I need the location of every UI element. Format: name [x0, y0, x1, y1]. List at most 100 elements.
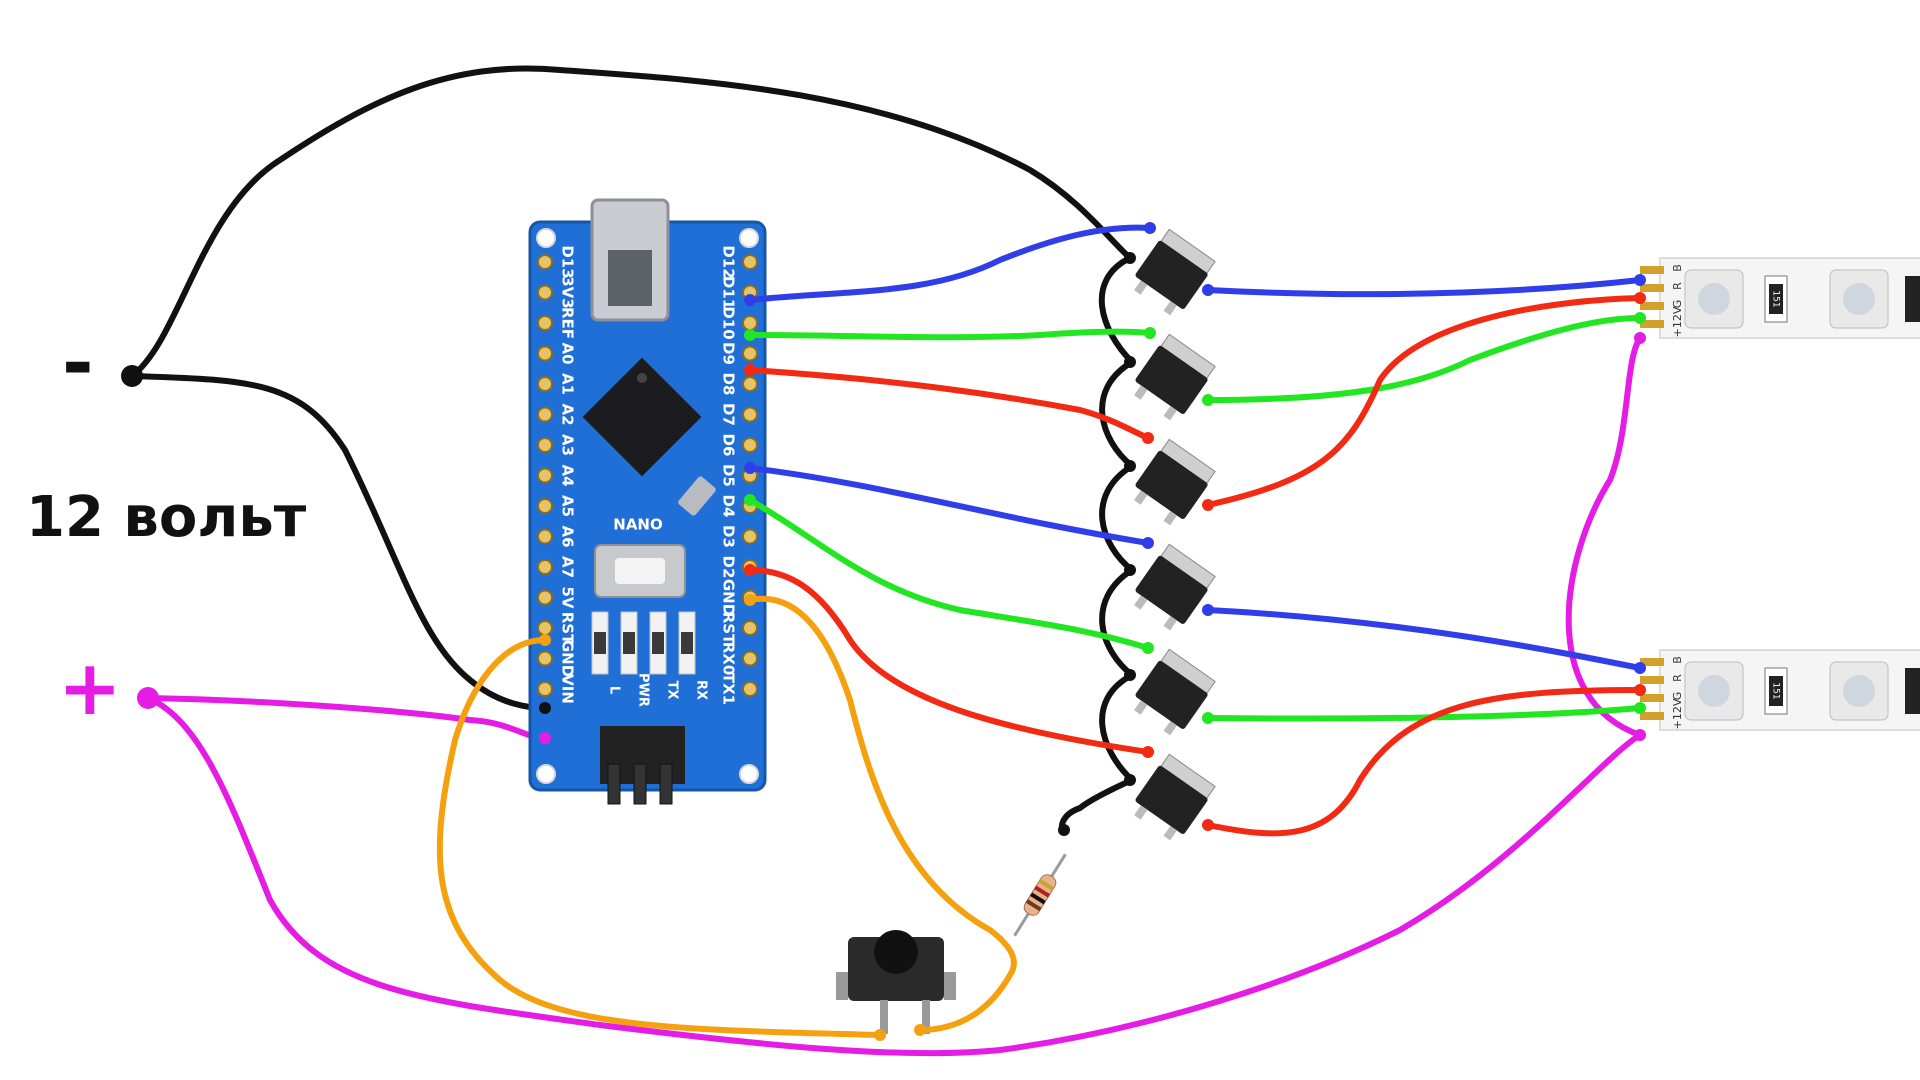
right-pin-label: D3 — [720, 525, 738, 548]
right-pin-label: D7 — [720, 403, 738, 426]
mosfet-leg — [1163, 300, 1177, 316]
strip-pad — [1640, 694, 1664, 702]
push-button-leg — [922, 1000, 930, 1034]
wire-power-bottom — [145, 695, 1643, 1057]
resistor-band — [1025, 899, 1042, 912]
power-terminal-dot — [137, 687, 159, 709]
mosfet — [1134, 648, 1216, 736]
wire-end-dot — [1202, 604, 1214, 616]
voltage-label: 12 вольт — [26, 485, 307, 550]
left-header-pin — [537, 376, 553, 392]
mosfet-leg — [1134, 805, 1148, 820]
right-pin-label: D5 — [720, 464, 738, 487]
wire-end-dot — [1634, 274, 1646, 286]
right-header-pin — [742, 315, 758, 331]
mosfet-body — [1135, 765, 1208, 834]
strip-pin-label: R — [1671, 674, 1684, 682]
left-pin-label: A6 — [559, 525, 577, 547]
push-button-cap — [874, 930, 918, 974]
strip-pin-label: G — [1671, 692, 1684, 701]
strip-pin-label: B — [1671, 264, 1684, 272]
right-header-pin — [742, 681, 758, 697]
board-led-core — [623, 632, 635, 654]
minus-terminal-label: - — [62, 318, 94, 407]
rgb-led-lens — [1843, 675, 1875, 707]
right-header-pin — [742, 528, 758, 545]
strip-pin-label: +12V — [1671, 306, 1684, 337]
mounting-hole — [536, 228, 556, 248]
right-header-pin — [742, 254, 758, 270]
left-pin-label: VIN — [559, 674, 577, 704]
mosfet-body — [1135, 660, 1208, 729]
strip-pad — [1640, 320, 1664, 328]
mosfet-leg — [1134, 595, 1148, 610]
strip-pad — [1640, 284, 1664, 292]
crystal — [678, 476, 716, 516]
mosfet-leg — [1163, 510, 1177, 526]
right-header-pin — [742, 650, 758, 667]
left-header-pin — [537, 559, 553, 575]
wires-front-layer — [121, 222, 1646, 1041]
usb-port-opening — [608, 250, 652, 306]
wire-joint-dot — [1124, 774, 1136, 786]
resistor-band — [1034, 885, 1050, 898]
chip-marker — [637, 373, 647, 383]
right-pin-label: D9 — [720, 342, 738, 365]
board-led-core — [594, 632, 606, 654]
left-header-pin — [537, 620, 553, 636]
left-pin-label: A1 — [559, 373, 577, 395]
strip-pad — [1640, 302, 1664, 310]
rgb-led-lens — [1843, 283, 1875, 315]
wire-strip1-green — [1205, 315, 1643, 403]
strip-resistor-partial — [1905, 276, 1920, 322]
wire-joint-dot — [1124, 252, 1136, 264]
wire-end-dot — [1144, 222, 1156, 234]
wire-strip1-red — [1205, 295, 1643, 508]
rgb-led-lens — [1698, 675, 1730, 707]
wire-end-dot — [744, 329, 756, 341]
wire-end-dot — [1202, 819, 1214, 831]
pulldown-resistor — [1013, 853, 1067, 937]
left-header-pin — [537, 284, 553, 301]
left-pin-label: A0 — [559, 342, 577, 364]
wire-end-dot — [874, 1029, 886, 1041]
led-label: TX — [665, 681, 680, 700]
icsp-pin — [607, 763, 621, 805]
right-pin-label: D8 — [720, 373, 738, 396]
mosfet-body — [1135, 345, 1208, 414]
left-pin-label: A4 — [559, 464, 577, 486]
wire-end-dot — [1634, 312, 1646, 324]
wire-d2-button — [747, 595, 1017, 1033]
strip-resistor-body — [1769, 676, 1783, 706]
icsp-pin — [633, 763, 647, 805]
wire-end-dot — [1058, 824, 1070, 836]
strip-pin-label: G — [1671, 300, 1684, 309]
strip-pin-label: B — [1671, 656, 1684, 664]
led-label: RX — [694, 680, 709, 700]
left-header-pin — [537, 406, 553, 423]
strip-pad — [1640, 658, 1664, 666]
left-header-pin — [537, 315, 553, 331]
left-pin-label: A3 — [559, 434, 577, 456]
wire-end-dot — [744, 564, 756, 576]
wire-end-dot — [744, 364, 756, 376]
wires-back-layer — [129, 65, 1643, 1057]
wire-d6-blue — [747, 465, 1151, 546]
right-pin-label: D4 — [720, 495, 738, 518]
ground-terminal-dot — [121, 365, 143, 387]
right-pin-label: D6 — [720, 434, 738, 457]
right-pin-label: D10 — [720, 306, 738, 339]
mosfet-leg — [1134, 385, 1148, 400]
wire-end-dot — [744, 294, 756, 306]
mosfet-body — [1135, 555, 1208, 624]
wire-d3-red — [747, 567, 1151, 755]
components-layer: D133V3REFA0A1A2A3A4A5A6A75VRSTGNDVIND12D… — [528, 198, 1920, 1034]
push-button-leg — [944, 972, 956, 1000]
right-pin-label: RX0 — [720, 642, 738, 676]
mosfet — [1134, 543, 1216, 631]
wire-end-dot — [1142, 642, 1154, 654]
strip-resistor-partial — [1905, 668, 1920, 714]
right-header-pin — [742, 406, 758, 423]
